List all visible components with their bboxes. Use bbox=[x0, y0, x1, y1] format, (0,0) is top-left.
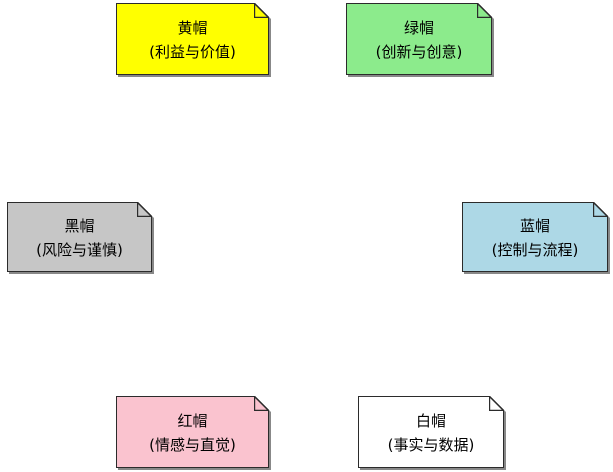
note-subtitle: (事实与数据) bbox=[387, 435, 475, 454]
note-title: 蓝帽 bbox=[519, 216, 550, 235]
note-body: 白帽 (事实与数据) bbox=[359, 397, 503, 467]
note-white-hat[interactable]: 白帽 (事实与数据) bbox=[358, 396, 504, 468]
note-title: 白帽 bbox=[415, 411, 446, 430]
note-body: 蓝帽 (控制与流程) bbox=[463, 203, 607, 271]
note-body: 黄帽 (利益与价值) bbox=[117, 4, 268, 74]
note-subtitle: (创新与创意) bbox=[375, 42, 463, 61]
note-subtitle: (情感与直觉) bbox=[149, 435, 236, 454]
note-title: 黑帽 bbox=[64, 216, 95, 235]
note-green-hat[interactable]: 绿帽 (创新与创意) bbox=[346, 3, 492, 75]
note-title: 黄帽 bbox=[177, 18, 208, 37]
note-body: 绿帽 (创新与创意) bbox=[347, 4, 491, 74]
note-title: 红帽 bbox=[177, 411, 208, 430]
note-body: 黑帽 (风险与谨慎) bbox=[8, 203, 151, 271]
note-title: 绿帽 bbox=[403, 18, 434, 37]
note-body: 红帽 (情感与直觉) bbox=[117, 397, 268, 467]
note-red-hat[interactable]: 红帽 (情感与直觉) bbox=[116, 396, 269, 468]
note-black-hat[interactable]: 黑帽 (风险与谨慎) bbox=[7, 202, 152, 272]
note-subtitle: (利益与价值) bbox=[149, 42, 236, 61]
note-subtitle: (控制与流程) bbox=[491, 240, 579, 259]
note-yellow-hat[interactable]: 黄帽 (利益与价值) bbox=[116, 3, 269, 75]
note-blue-hat[interactable]: 蓝帽 (控制与流程) bbox=[462, 202, 608, 272]
note-subtitle: (风险与谨慎) bbox=[36, 240, 123, 259]
